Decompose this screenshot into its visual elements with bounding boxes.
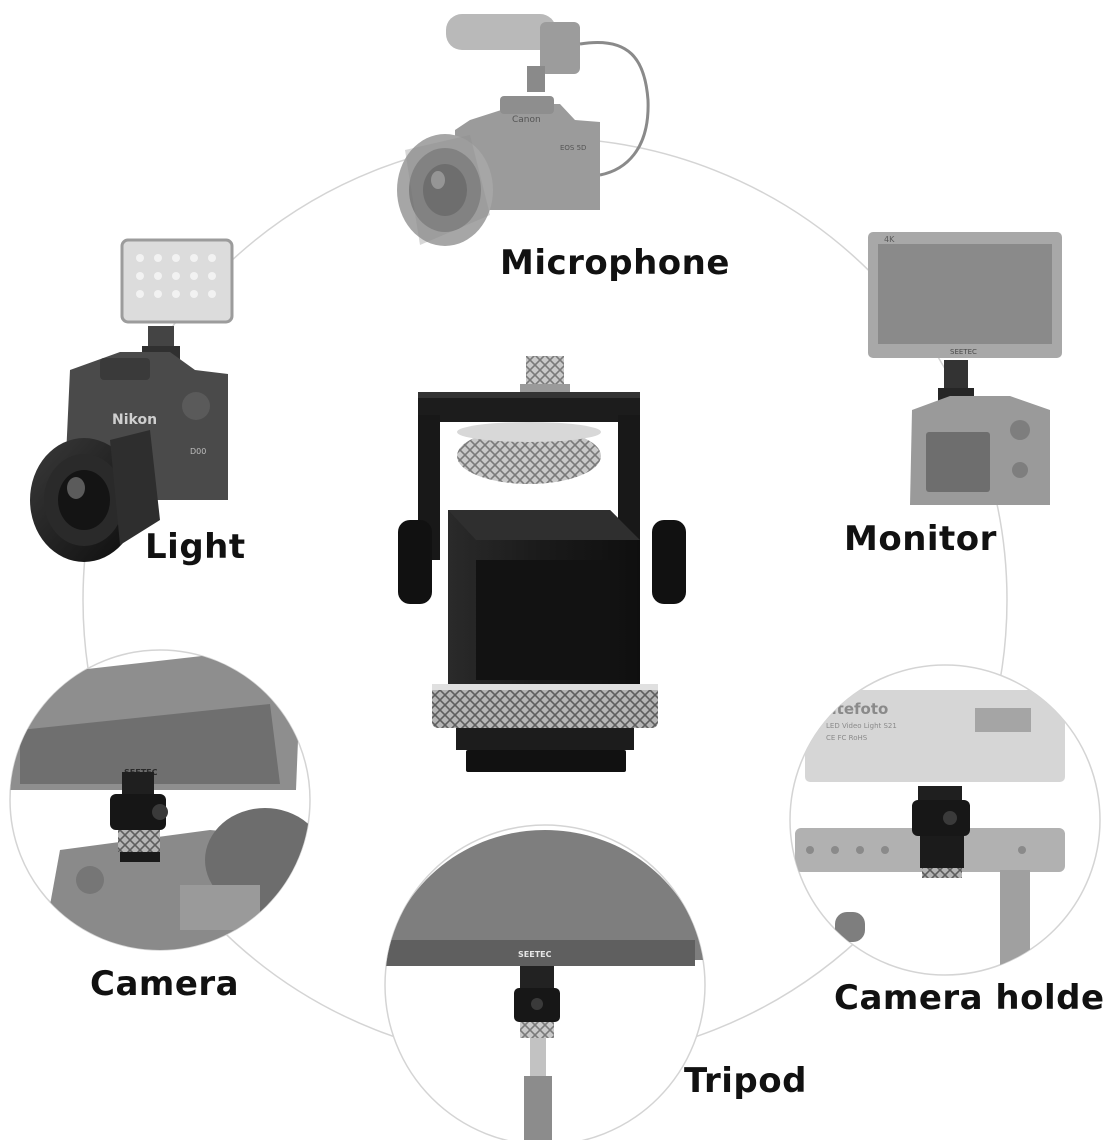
camera-circle: SEETEC — [9, 649, 311, 951]
monitor-brand-text: SEETEC — [950, 348, 977, 356]
eos-model-text: EOS 5D — [560, 144, 586, 152]
light-camera-illustration: Nikon D00 — [30, 238, 234, 562]
tripod-circle: SEETEC — [384, 824, 706, 1140]
canon-brand-text: Canon — [512, 115, 541, 125]
nikon-model-text: D00 — [190, 447, 206, 456]
monitor-camera-illustration: 4K SEETEC — [868, 232, 1062, 505]
microphone-label: Microphone — [500, 243, 730, 283]
utefoto-brand-text: utefoto — [826, 700, 888, 718]
nikon-brand-text: Nikon — [112, 412, 157, 428]
tripod-label: Tripod — [684, 1061, 807, 1101]
light-label: Light — [145, 527, 246, 567]
monitor-4k-text: 4K — [884, 235, 895, 244]
seetec-bottom-text: SEETEC — [518, 950, 552, 959]
video-light-model-text: LED Video Light S21 — [826, 722, 897, 730]
hot-shoe-mount-illustration — [398, 356, 686, 772]
microphone-camera-illustration: Canon EOS 5D — [397, 14, 650, 246]
camera-label: Camera — [90, 964, 240, 1004]
monitor-label: Monitor — [844, 519, 997, 559]
camera-holder-circle: utefoto LED Video Light S21 CE FC RoHS — [789, 664, 1101, 976]
camera-holder-label: Camera holder — [834, 978, 1105, 1018]
certification-text: CE FC RoHS — [826, 734, 868, 742]
